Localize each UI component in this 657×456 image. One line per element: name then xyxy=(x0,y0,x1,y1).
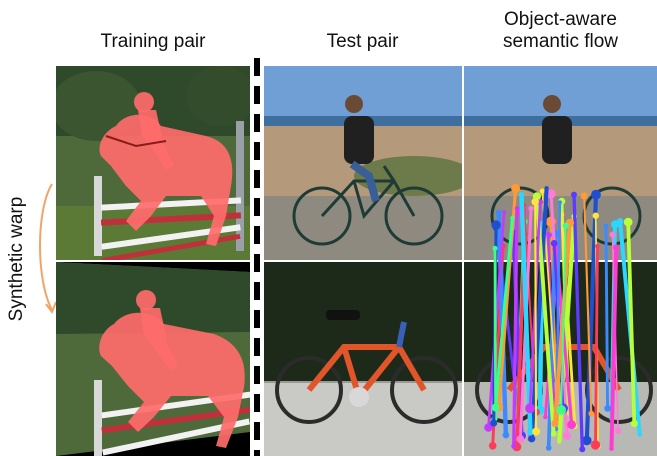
flow-point-source xyxy=(557,200,562,205)
flow-point-source xyxy=(571,191,577,198)
test-image-bottom xyxy=(264,262,462,456)
header-training-pair: Training pair xyxy=(100,31,206,52)
flow-line xyxy=(594,246,599,445)
flow-point-source xyxy=(609,231,616,238)
flow-point-target xyxy=(615,427,622,435)
warp-arrow-icon xyxy=(39,183,57,315)
flow-point-target xyxy=(516,435,525,443)
dashed-divider xyxy=(254,58,260,456)
flow-point-target xyxy=(488,442,497,450)
flow-line xyxy=(519,194,533,433)
flow-point-source xyxy=(613,244,620,251)
flow-point-target xyxy=(525,403,535,414)
flow-point-source xyxy=(595,243,600,249)
flow-line xyxy=(529,187,549,439)
flow-point-target xyxy=(567,420,576,430)
test-image-top xyxy=(264,66,462,260)
flow-point-source xyxy=(591,189,601,200)
flow-point-target xyxy=(490,419,498,427)
flow-point-source xyxy=(492,245,498,251)
flow-point-target xyxy=(484,423,493,432)
flow-point-target xyxy=(579,446,586,453)
flow-point-source xyxy=(514,206,520,211)
flow-point-target xyxy=(563,431,571,440)
header-semantic-flow: Object-aware semantic flow xyxy=(464,9,657,53)
training-image-top xyxy=(56,66,250,260)
flow-point-source xyxy=(603,223,609,229)
flow-point-target xyxy=(550,431,557,437)
flow-point-target xyxy=(604,405,611,412)
flow-point-source xyxy=(544,231,552,239)
flow-line xyxy=(512,208,519,447)
flow-point-source xyxy=(539,188,545,194)
synthetic-warp-label: Synthetic warp xyxy=(6,196,27,322)
flow-point-source xyxy=(550,240,558,247)
flow-line xyxy=(626,222,637,424)
flow-point-source xyxy=(562,222,569,229)
flow-point-source xyxy=(531,198,539,206)
flow-line xyxy=(560,225,567,410)
training-image-warped xyxy=(56,262,250,456)
flow-point-target xyxy=(511,443,517,449)
flow-line xyxy=(493,217,514,419)
flow-point-target xyxy=(532,427,541,436)
header-test-pair: Test pair xyxy=(326,31,399,52)
flow-point-source xyxy=(546,189,556,199)
flow-line xyxy=(572,194,584,450)
flow-line xyxy=(583,195,593,414)
flow-point-source xyxy=(623,217,633,227)
flow-point-target xyxy=(582,435,592,446)
flow-point-source xyxy=(502,210,507,215)
flow-point-source xyxy=(544,186,549,191)
flow-line xyxy=(609,247,619,449)
flow-point-target xyxy=(502,431,510,439)
flow-line xyxy=(493,248,497,408)
flow-point-source xyxy=(616,218,624,225)
flow-point-source xyxy=(495,209,502,216)
flow-line xyxy=(584,194,599,441)
flow-point-source xyxy=(518,191,525,198)
flow-point-target xyxy=(637,432,642,437)
flow-point-source xyxy=(491,220,501,230)
flow-point-target xyxy=(528,435,536,443)
header-flow-line2: semantic flow xyxy=(502,31,619,52)
flow-line xyxy=(604,225,610,409)
flow-line xyxy=(552,222,572,424)
flow-point-target xyxy=(556,405,566,415)
flow-line xyxy=(534,201,538,432)
flow-point-target xyxy=(551,420,559,428)
flow-point-target xyxy=(630,420,638,428)
flow-point-source xyxy=(510,215,515,221)
flow-point-target xyxy=(545,445,552,451)
flow-point-source xyxy=(528,205,534,212)
flow-point-target xyxy=(590,440,601,450)
flow-point-source xyxy=(580,192,588,200)
flow-point-target xyxy=(527,429,534,436)
flow-point-target xyxy=(543,414,548,420)
flow-point-source xyxy=(592,212,599,219)
flow-point-target xyxy=(588,410,595,417)
flow-point-target xyxy=(609,446,614,451)
semantic-flow-lines xyxy=(484,183,642,453)
flow-point-target xyxy=(491,403,500,412)
flow-point-source xyxy=(511,183,521,193)
flow-point-target xyxy=(557,439,562,444)
header-flow-line1: Object-aware xyxy=(504,9,617,30)
